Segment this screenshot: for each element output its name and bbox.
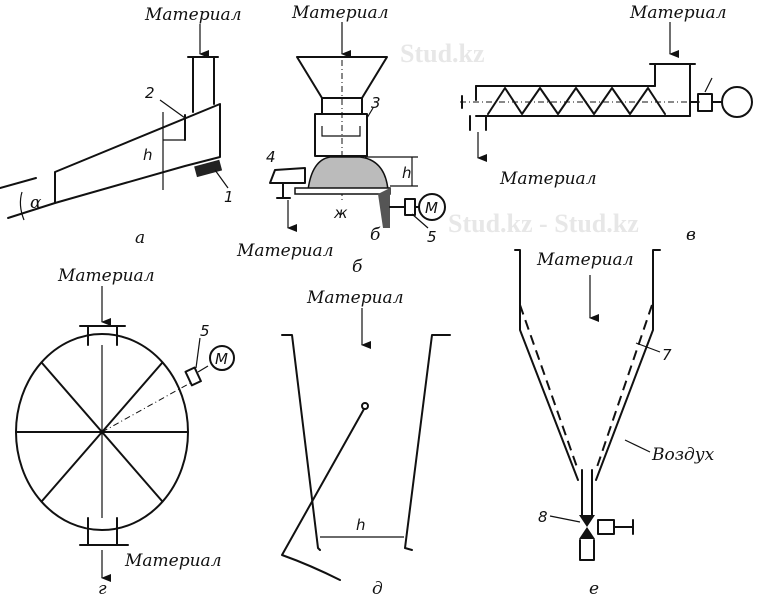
material-label: Материал [291,3,389,23]
panel-a-inclined-chute: Материал 2 h 1 α а [0,5,242,248]
callout-4: 4 [266,148,276,166]
watermark-text: Stud.kz - Stud.kz [448,209,639,238]
width-label: h [356,516,366,534]
height-label: h [402,164,412,182]
panel-letter: г [98,579,107,599]
motor-label: М [215,350,228,368]
air-label: Воздух [651,445,715,465]
valve-icon [579,515,595,539]
callout-1: 1 [224,188,234,206]
material-label: Материал [144,5,242,25]
panel-letter: е [589,579,599,599]
material-label: Материал [124,551,222,571]
callout-8: 8 [538,508,548,526]
material-label: Материал [629,3,727,23]
motor-label: М [425,199,438,217]
vibrator-block [194,159,223,178]
callout-7: 7 [662,346,672,364]
axis-mark: ж [333,204,348,222]
panel-v-screw-feeder: Материал Материал в [460,3,753,245]
callout-5: 5 [427,228,437,246]
callout-5: 5 [200,322,210,340]
callout-3: 3 [371,94,381,112]
panel-g-rotary-feeder: Материал М 5 Материал г [15,266,235,599]
panel-e-aerated-hopper: Материал 8 7 Воздух е [514,249,715,599]
panel-letter: а [135,228,145,248]
panel-letter: д [372,579,383,599]
material-label: Материал [536,250,634,270]
panel-b-plate-feeder: Материал М 3 4 h 5 ж б Материал б [236,3,446,277]
panel-letter: б [370,225,381,245]
material-label: Материал [236,241,334,261]
watermark-text: Stud.kz [400,39,485,68]
material-label: Материал [306,288,404,308]
callout-2: 2 [145,84,155,102]
material-label: Материал [57,266,155,286]
panel-letter: б [352,257,363,277]
material-label: Материал [499,169,597,189]
panel-letter: в [686,225,696,245]
panel-d-flap-feeder: Материал h д [281,288,451,599]
height-label: h [143,146,153,164]
angle-label: α [30,193,42,213]
watermark: Stud.kz - Stud.kz Stud.kz [400,39,639,238]
